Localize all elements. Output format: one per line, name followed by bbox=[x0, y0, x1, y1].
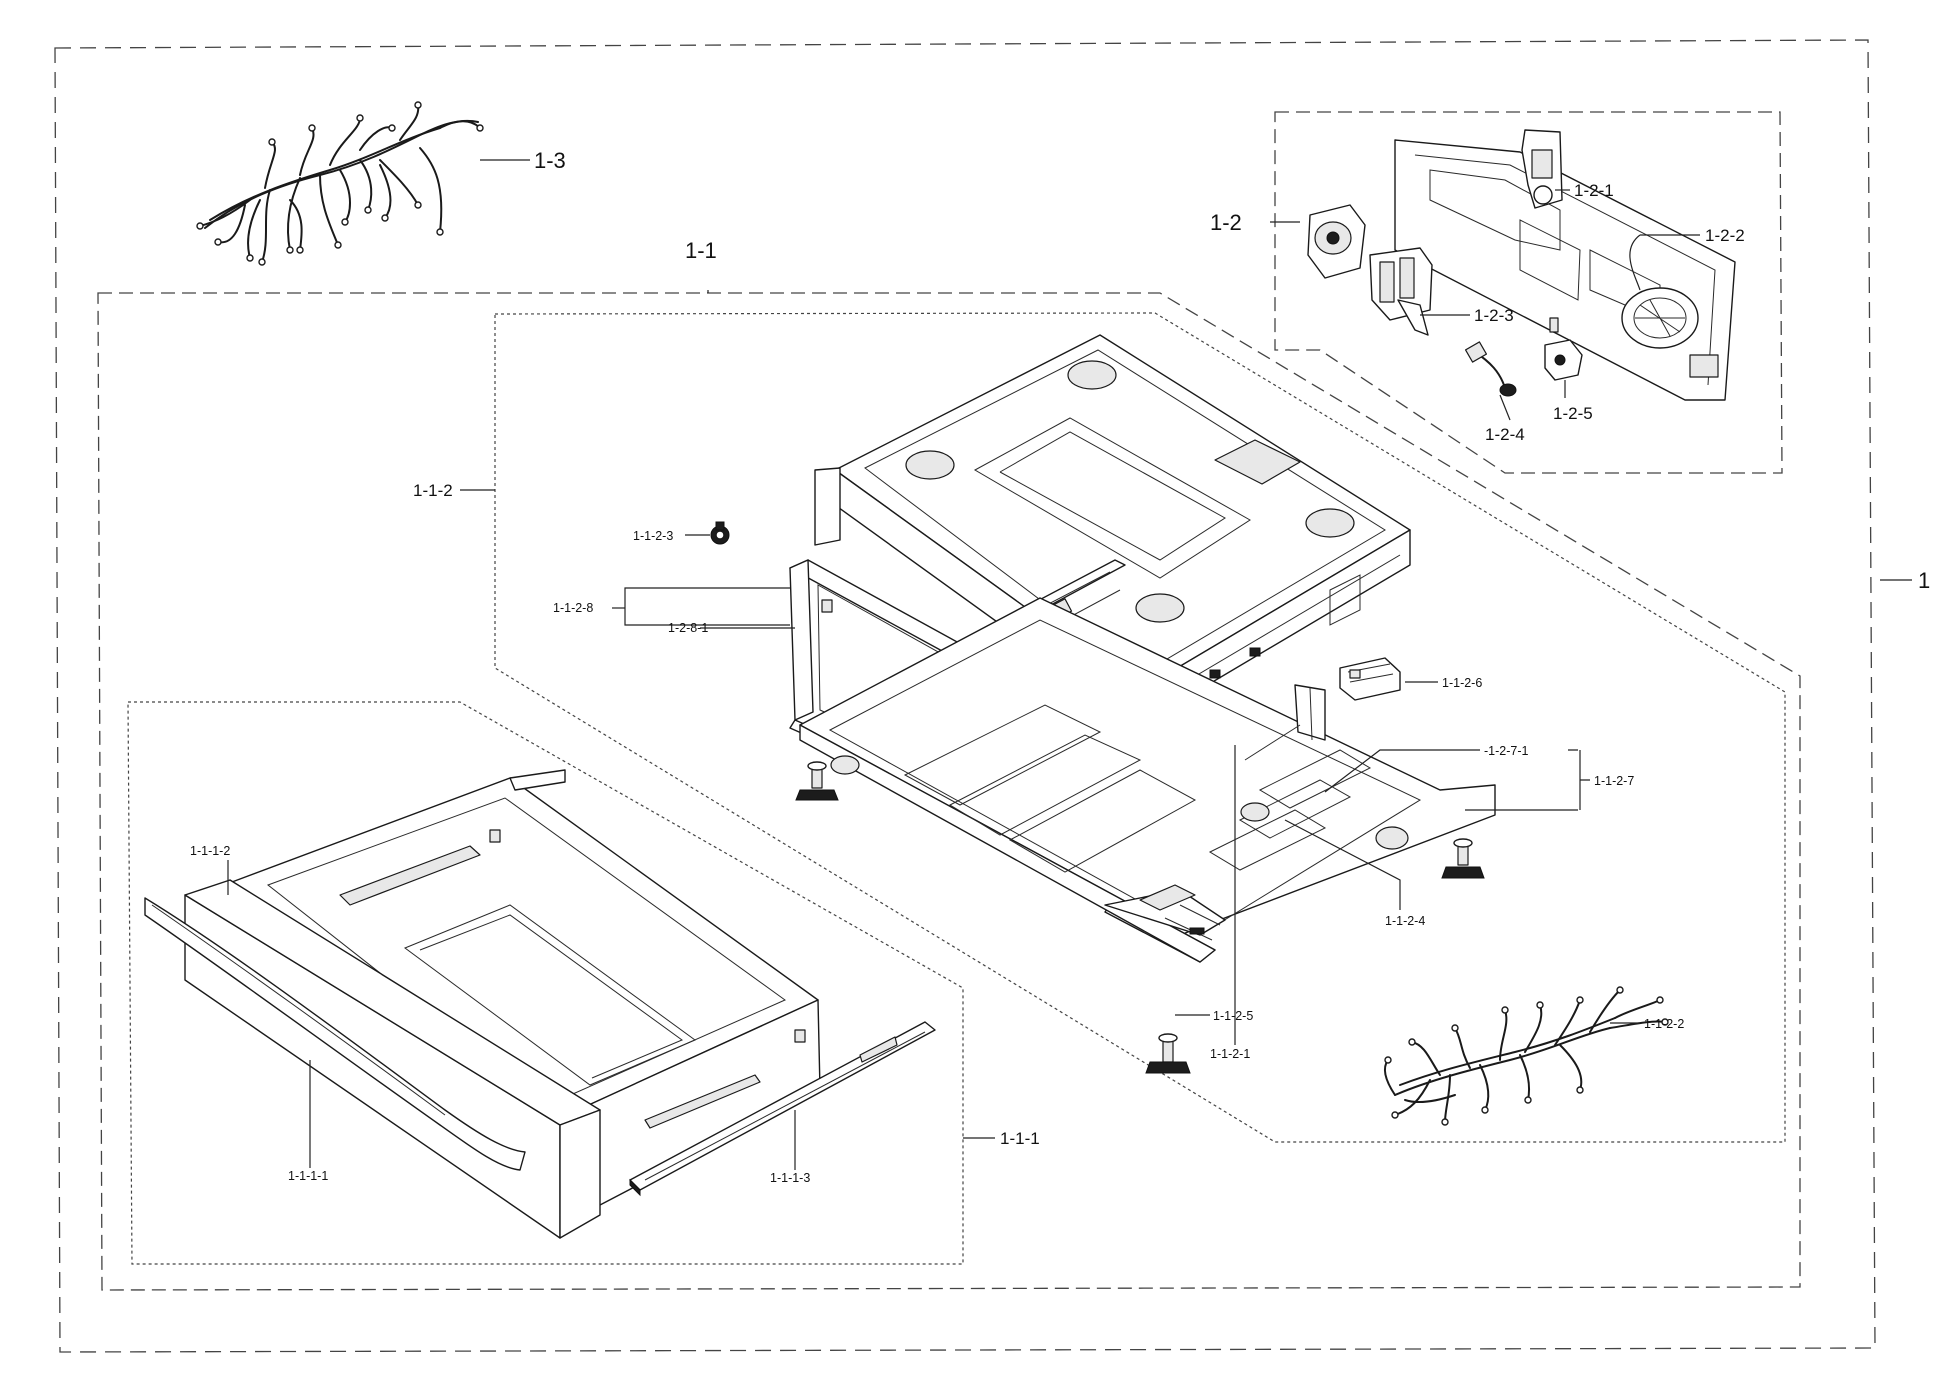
callout-1-1-2-7: 1-1-2-7 bbox=[1594, 774, 1634, 788]
callout-1-1: 1-1 bbox=[685, 238, 717, 263]
foot-right bbox=[1441, 838, 1485, 879]
wire-harness-1-1-2-2 bbox=[1383, 986, 1669, 1126]
callout-1-2-7-1: -1-2-7-1 bbox=[1484, 744, 1529, 758]
small-parts bbox=[710, 521, 1401, 761]
callout-1-3: 1-3 bbox=[534, 148, 566, 173]
callout-1-1-2-4: 1-1-2-4 bbox=[1385, 914, 1425, 928]
group-boundaries bbox=[54, 39, 1876, 1353]
callout-1-1-2-2: 1-1-2-2 bbox=[1644, 1017, 1684, 1031]
callout-1-2-2: 1-2-2 bbox=[1705, 226, 1745, 245]
boundary-1-1-2 bbox=[494, 312, 1786, 1143]
callout-1-1-1-2: 1-1-1-2 bbox=[190, 844, 230, 858]
callout-1-1-2-8: 1-1-2-8 bbox=[553, 601, 593, 615]
callout-1: 1 bbox=[1918, 568, 1930, 593]
callout-1-1-2-3: 1-1-2-3 bbox=[633, 529, 673, 543]
callout-1-2-3: 1-2-3 bbox=[1474, 306, 1514, 325]
callout-1-1-2-1: 1-1-2-1 bbox=[1210, 1047, 1250, 1061]
callout-1-1-2: 1-1-2 bbox=[413, 481, 453, 500]
callout-1-1-1-3: 1-1-1-3 bbox=[770, 1171, 810, 1185]
leader-lines bbox=[227, 159, 1912, 1170]
callout-1-2-5: 1-2-5 bbox=[1553, 404, 1593, 423]
callout-1-2-1: 1-2-1 bbox=[1574, 181, 1614, 200]
foot-left bbox=[795, 761, 839, 801]
boundary-1-1-1 bbox=[127, 701, 964, 1265]
callout-labels: 1 1-3 1-2 1-2-1 1-2-2 1-2-3 1-2-4 1-2-5 … bbox=[190, 148, 1930, 1185]
callout-1-2-4: 1-2-4 bbox=[1485, 425, 1525, 444]
callout-1-1-1: 1-1-1 bbox=[1000, 1129, 1040, 1148]
callout-1-2: 1-2 bbox=[1210, 210, 1242, 235]
foot-front bbox=[1145, 1033, 1191, 1074]
callout-1-2-8-1: 1-2-8-1 bbox=[668, 621, 708, 635]
callout-1-1-1-1: 1-1-1-1 bbox=[288, 1169, 328, 1183]
boundary-assembly-1 bbox=[54, 39, 1876, 1353]
boundary-1-2 bbox=[1274, 111, 1783, 474]
callout-1-1-2-5: 1-1-2-5 bbox=[1213, 1009, 1253, 1023]
base-plate-1-1-2-7 bbox=[799, 597, 1496, 963]
back-panel-assembly-1-2 bbox=[1307, 129, 1736, 401]
callout-1-1-2-6: 1-1-2-6 bbox=[1442, 676, 1482, 690]
wire-harness-1-3 bbox=[196, 101, 484, 266]
boundary-1-1 bbox=[97, 292, 1801, 1291]
leveling-feet-1-1-2-5 bbox=[795, 761, 1485, 1074]
drawer-assembly-1-1-1 bbox=[144, 769, 936, 1239]
